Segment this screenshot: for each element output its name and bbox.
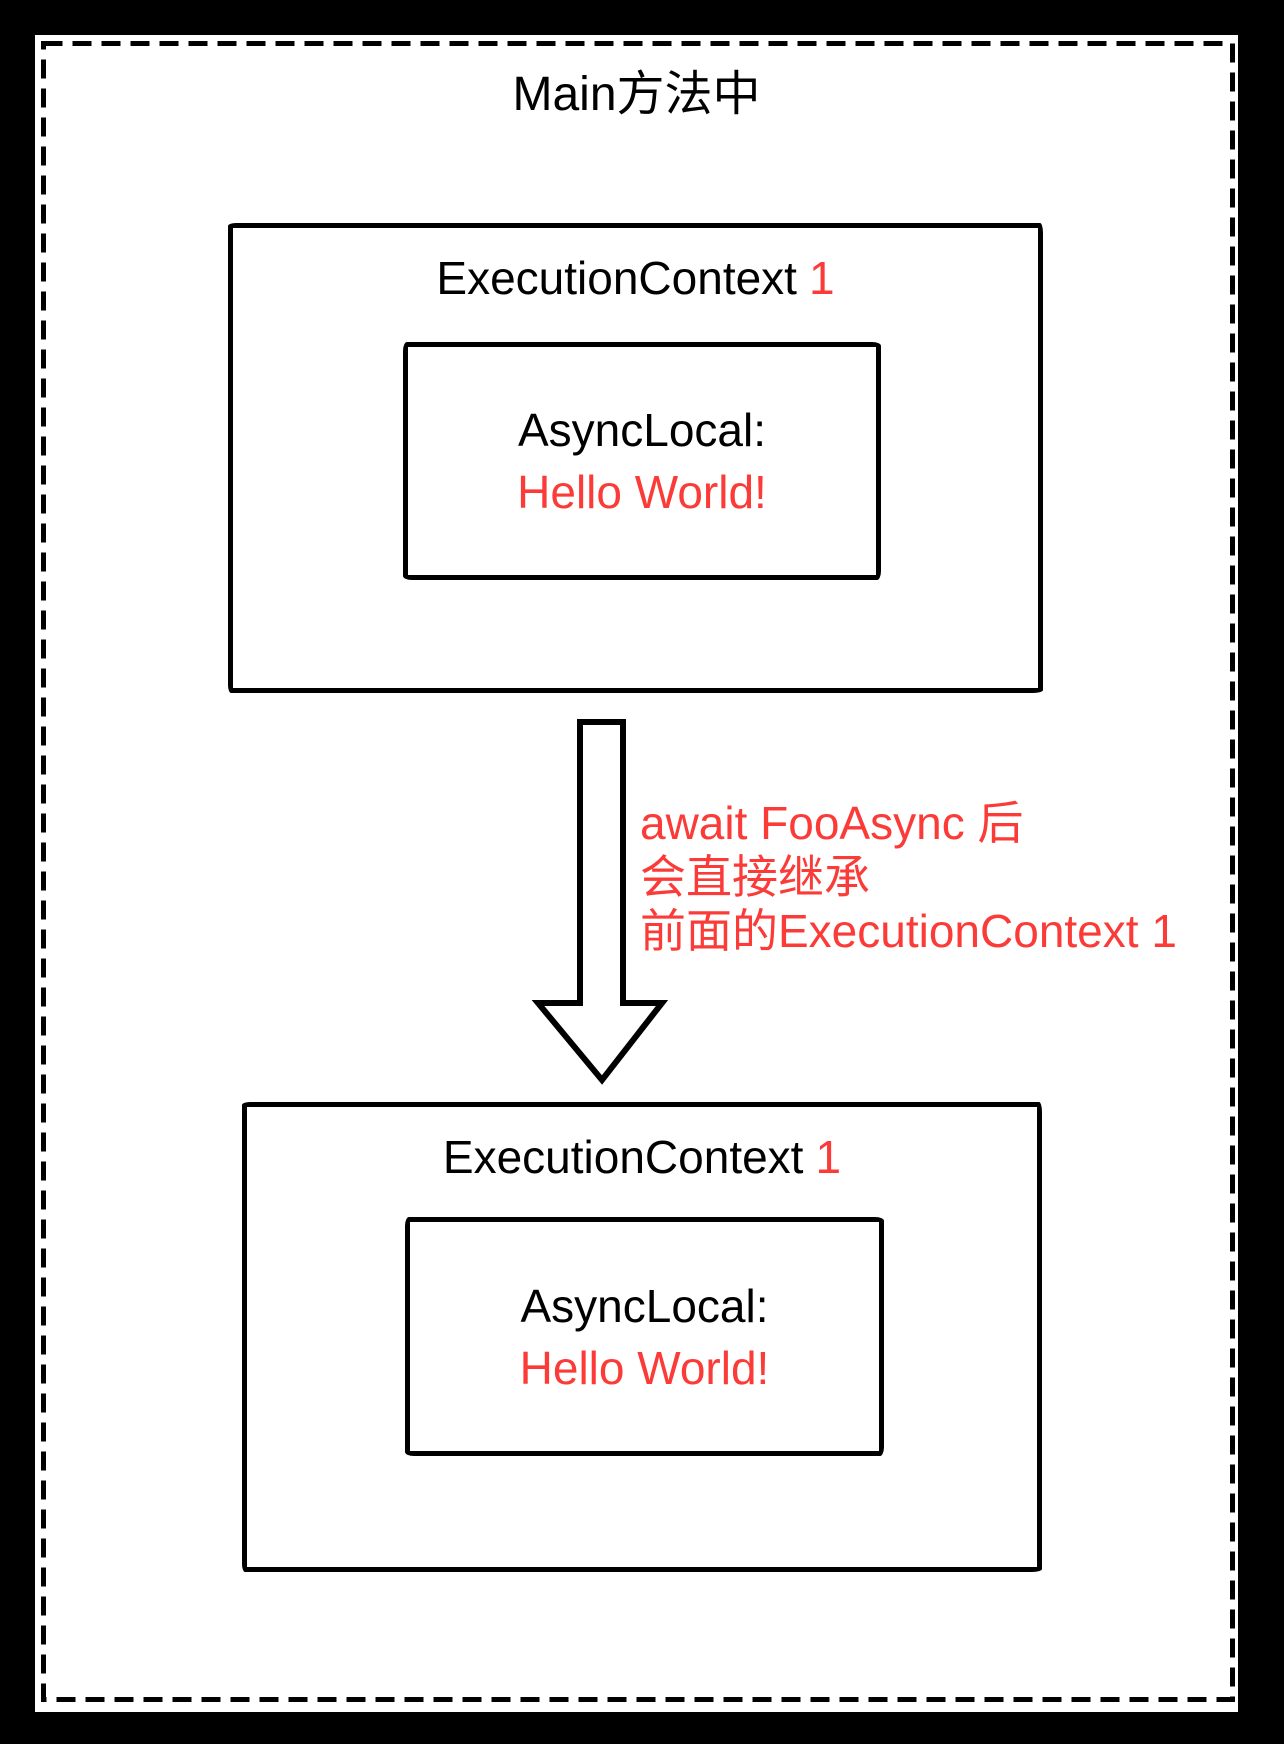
execution-context-label-text: ExecutionContext	[436, 252, 797, 304]
async-local-title: AsyncLocal:	[520, 1279, 769, 1332]
annotation-line: await FooAsync 后	[640, 797, 1024, 849]
execution-context-label-text: ExecutionContext	[442, 1131, 804, 1183]
execution-context-number: 1	[815, 1131, 842, 1183]
annotation-line: 前面的ExecutionContext 1	[640, 905, 1177, 957]
async-local-title: AsyncLocal:	[517, 404, 766, 456]
execution-context-number: 1	[808, 252, 835, 304]
async-local-box-2: AsyncLocal: Hello World!	[405, 1217, 884, 1456]
arrow-annotation: await FooAsync 后 会直接继承 前面的ExecutionConte…	[640, 796, 1177, 958]
async-local-value: Hello World!	[517, 466, 767, 518]
async-local-value: Hello World!	[519, 1341, 770, 1394]
page-title: Main方法中	[512, 68, 761, 121]
async-local-box-1: AsyncLocal: Hello World!	[403, 342, 881, 580]
annotation-line: 会直接继承	[640, 851, 870, 903]
